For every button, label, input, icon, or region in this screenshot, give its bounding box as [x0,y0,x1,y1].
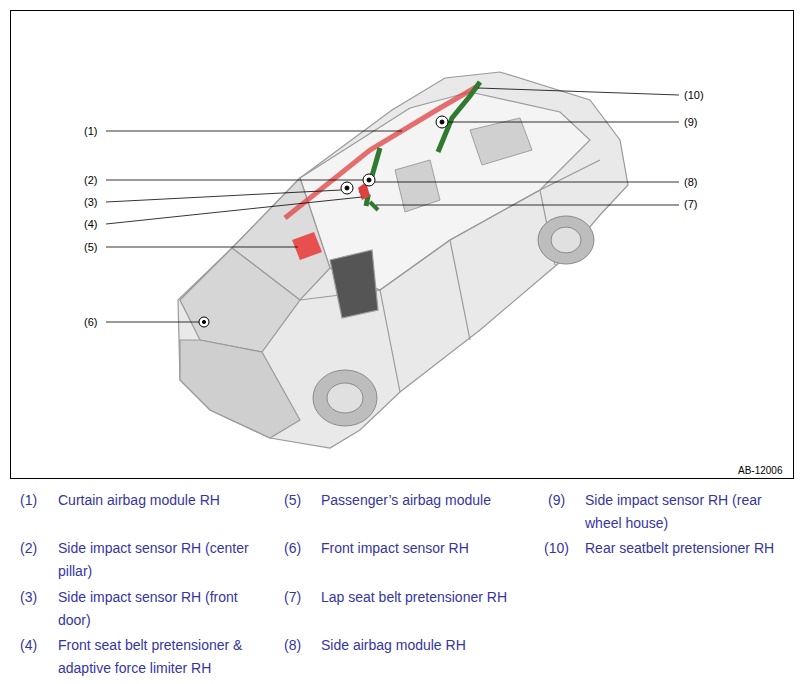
key-number: (9) [548,489,565,512]
callout-number: (6) [84,316,97,329]
wheels [313,216,594,426]
key-number: (8) [284,634,301,657]
key-text: Rear seatbelt pretensioner RH [585,537,799,560]
callout-number: (10) [684,89,704,102]
sensors [199,116,448,327]
curtain-airbag [285,86,478,218]
key-text: Lap seat belt pretensioner RH [321,586,536,609]
leader-line [448,122,679,123]
key-text: Side impact sensor RH (front door) [58,586,268,632]
callout-number: (5) [84,241,97,254]
sensor-rear-wheel-house-dot [440,120,444,124]
car-body [178,72,628,448]
leader-line [106,247,298,248]
key-number: (2) [20,537,37,560]
passenger-airbag [292,232,322,260]
seats [395,118,532,212]
leader-line [106,197,362,224]
callout-number: (3) [84,196,97,209]
callout-number: (9) [684,116,697,129]
key-text: Passenger’s airbag module [321,489,536,512]
leader-lines [106,88,679,322]
leader-line [106,190,341,202]
key-number: (4) [20,634,37,657]
sensor-front-dot [202,320,205,323]
callout-number: (8) [684,176,697,189]
sensor-front-door [341,182,353,194]
engine-bay [330,250,378,318]
key-number: (5) [284,489,301,512]
key-text: Front seat belt pretensioner & adaptive … [58,634,268,680]
key-text: Side impact sensor RH (center pillar) [58,537,268,583]
rear-wheel-hub [551,227,581,253]
key-number: (6) [284,537,301,560]
sensor-rear-wheel-house [436,116,448,128]
key-number: (3) [20,586,37,609]
center-pillar-belt [372,148,380,176]
leader-line [106,322,199,323]
leader-line [478,88,679,95]
key-text: Side impact sensor RH (rear wheel house) [585,489,799,535]
leader-line [375,182,679,183]
front-seat [395,160,440,212]
body-outline [178,72,628,448]
door-line [380,190,555,392]
sensor-front [199,317,209,327]
srs-components [285,82,480,260]
callout-number: (2) [84,174,97,187]
sensor-front-door-dot [345,186,349,190]
key-number: (10) [544,537,569,560]
leader-line [106,131,402,132]
lap-pretensioner [370,202,378,210]
key-text: Side airbag module RH [321,634,536,657]
callout-number: (1) [84,125,97,138]
rear-wheel [538,216,594,264]
sensor-center-pillar-dot [367,178,371,182]
key-text: Curtain airbag module RH [58,489,268,512]
front-bumper [180,340,300,438]
front-wheel-hub [327,383,363,413]
hood [180,248,300,352]
figure-code: AB-12006 [738,465,782,477]
key-number: (7) [284,586,301,609]
callout-number: (7) [684,198,697,211]
rear-seat [470,118,532,165]
key-text: Front impact sensor RH [321,537,536,560]
front-wheel [313,370,377,426]
sensor-center-pillar [363,174,375,186]
callout-number: (4) [84,218,97,231]
leader-line [376,205,679,206]
leader-line [106,180,363,181]
key-number: (1) [20,489,37,512]
